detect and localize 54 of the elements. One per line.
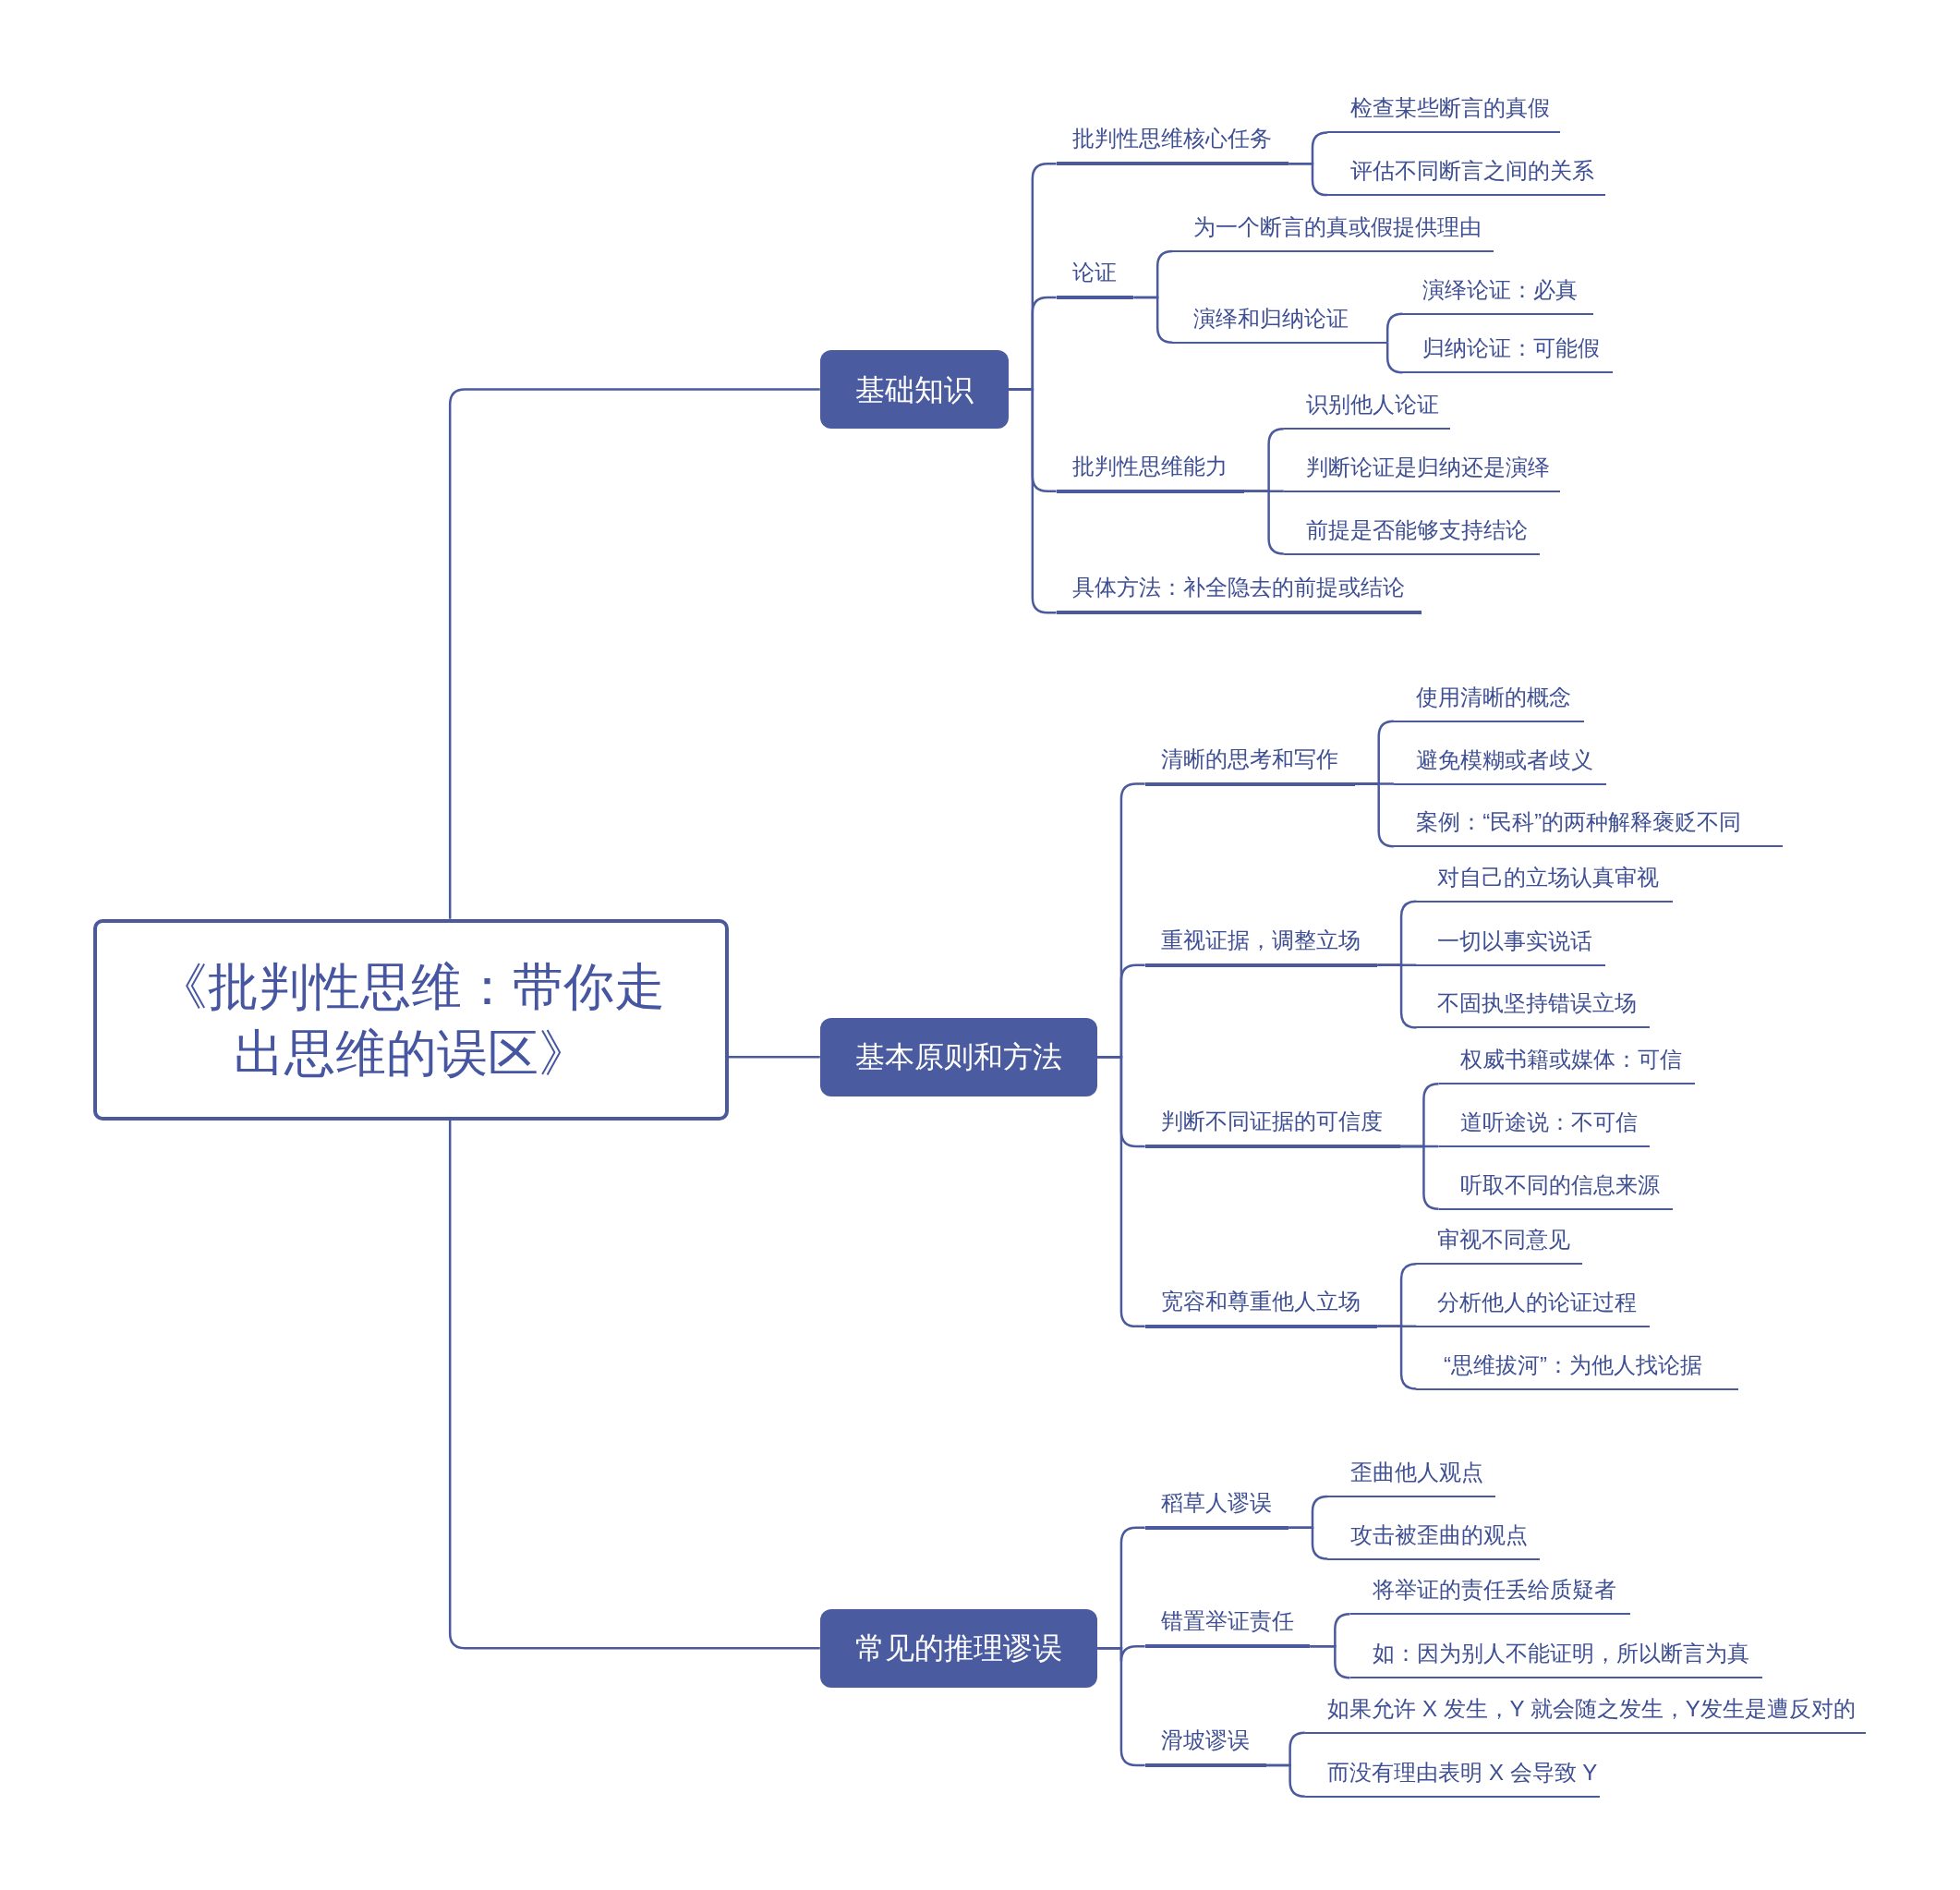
detail-label: 归纳论证：可能假	[1402, 331, 1613, 374]
detail-label: 识别他人论证	[1283, 387, 1450, 430]
detail-label: 如果允许 X 发生，Y 就会随之发生，Y发生是遭反对的	[1304, 1690, 1867, 1734]
detail-label: 如：因为别人不能证明，所以断言为真	[1349, 1636, 1763, 1679]
detail-label: 演绎和归纳论证	[1172, 300, 1388, 344]
main-topic-box: 基本原则和方法	[819, 1017, 1098, 1096]
detail-label: 为一个断言的真或假提供理由	[1172, 210, 1494, 252]
detail-label: 听取不同的信息来源	[1438, 1167, 1673, 1210]
detail-label: 分析他人的论证过程	[1416, 1284, 1651, 1327]
subtopic-label: 滑坡谬误	[1144, 1724, 1266, 1767]
detail-label: 演绎论证：必真	[1402, 272, 1594, 315]
detail-label: 攻击被歪曲的观点	[1327, 1517, 1541, 1560]
subtopic-label: 错置举证责任	[1144, 1605, 1311, 1649]
main-topic-box: 常见的推理谬误	[819, 1608, 1098, 1688]
subtopic-label: 重视证据，调整立场	[1144, 924, 1378, 967]
subtopic-label: 稻草人谬误	[1144, 1486, 1289, 1530]
connector-line	[448, 1120, 820, 1650]
connector-line	[1377, 963, 1418, 1029]
detail-label: 一切以事实说话	[1416, 923, 1605, 966]
subtopic-label: 具体方法：补全隐去的前提或结论	[1056, 572, 1422, 615]
detail-label: 权威书籍或媒体：可信	[1438, 1042, 1696, 1085]
connector-line	[1265, 1763, 1307, 1798]
detail-label: 评估不同断言之间的关系	[1327, 153, 1605, 197]
detail-label: 道听途说：不可信	[1438, 1105, 1651, 1147]
detail-label: 避免模糊或者歧义	[1393, 742, 1606, 785]
connector-line	[1289, 163, 1329, 197]
central-topic-box: 《批判性思维：带你走出思维的误区》	[93, 918, 729, 1121]
subtopic-label: 批判性思维核心任务	[1056, 123, 1289, 166]
connector-line	[1133, 296, 1174, 345]
detail-label: 不固执坚持错误立场	[1416, 986, 1651, 1029]
detail-label: 而没有理由表明 X 会导致 Y	[1304, 1754, 1601, 1798]
connector-line	[1377, 1325, 1418, 1390]
subtopic-label: 宽容和尊重他人立场	[1144, 1285, 1378, 1328]
detail-label: 歪曲他人观点	[1327, 1454, 1495, 1497]
connector-line	[448, 388, 820, 919]
detail-label: 前提是否能够支持结论	[1283, 512, 1541, 555]
subtopic-label: 批判性思维能力	[1056, 450, 1244, 493]
detail-label: 使用清晰的概念	[1393, 679, 1584, 722]
detail-label: 审视不同意见	[1416, 1222, 1583, 1266]
detail-label: 检查某些断言的真假	[1327, 91, 1560, 134]
connector-line	[729, 1056, 820, 1059]
connector-line	[1385, 312, 1404, 345]
subtopic-label: 判断不同证据的可信度	[1144, 1106, 1400, 1148]
detail-label: “思维拔河”：为他人找论据	[1416, 1347, 1739, 1390]
subtopic-label: 清晰的思考和写作	[1144, 743, 1355, 786]
connector-line	[1385, 341, 1404, 374]
connector-line	[1289, 1526, 1329, 1560]
connector-line	[1310, 1645, 1351, 1679]
detail-label: 判断论证是归纳还是演绎	[1283, 449, 1560, 492]
detail-label: 对自己的立场认真审视	[1416, 859, 1673, 903]
main-topic-box: 基础知识	[819, 349, 1010, 430]
subtopic-label: 论证	[1056, 257, 1134, 300]
detail-label: 将举证的责任丢给质疑者	[1349, 1572, 1630, 1616]
detail-label: 案例：“民科”的两种解释褒贬不同	[1393, 805, 1783, 848]
